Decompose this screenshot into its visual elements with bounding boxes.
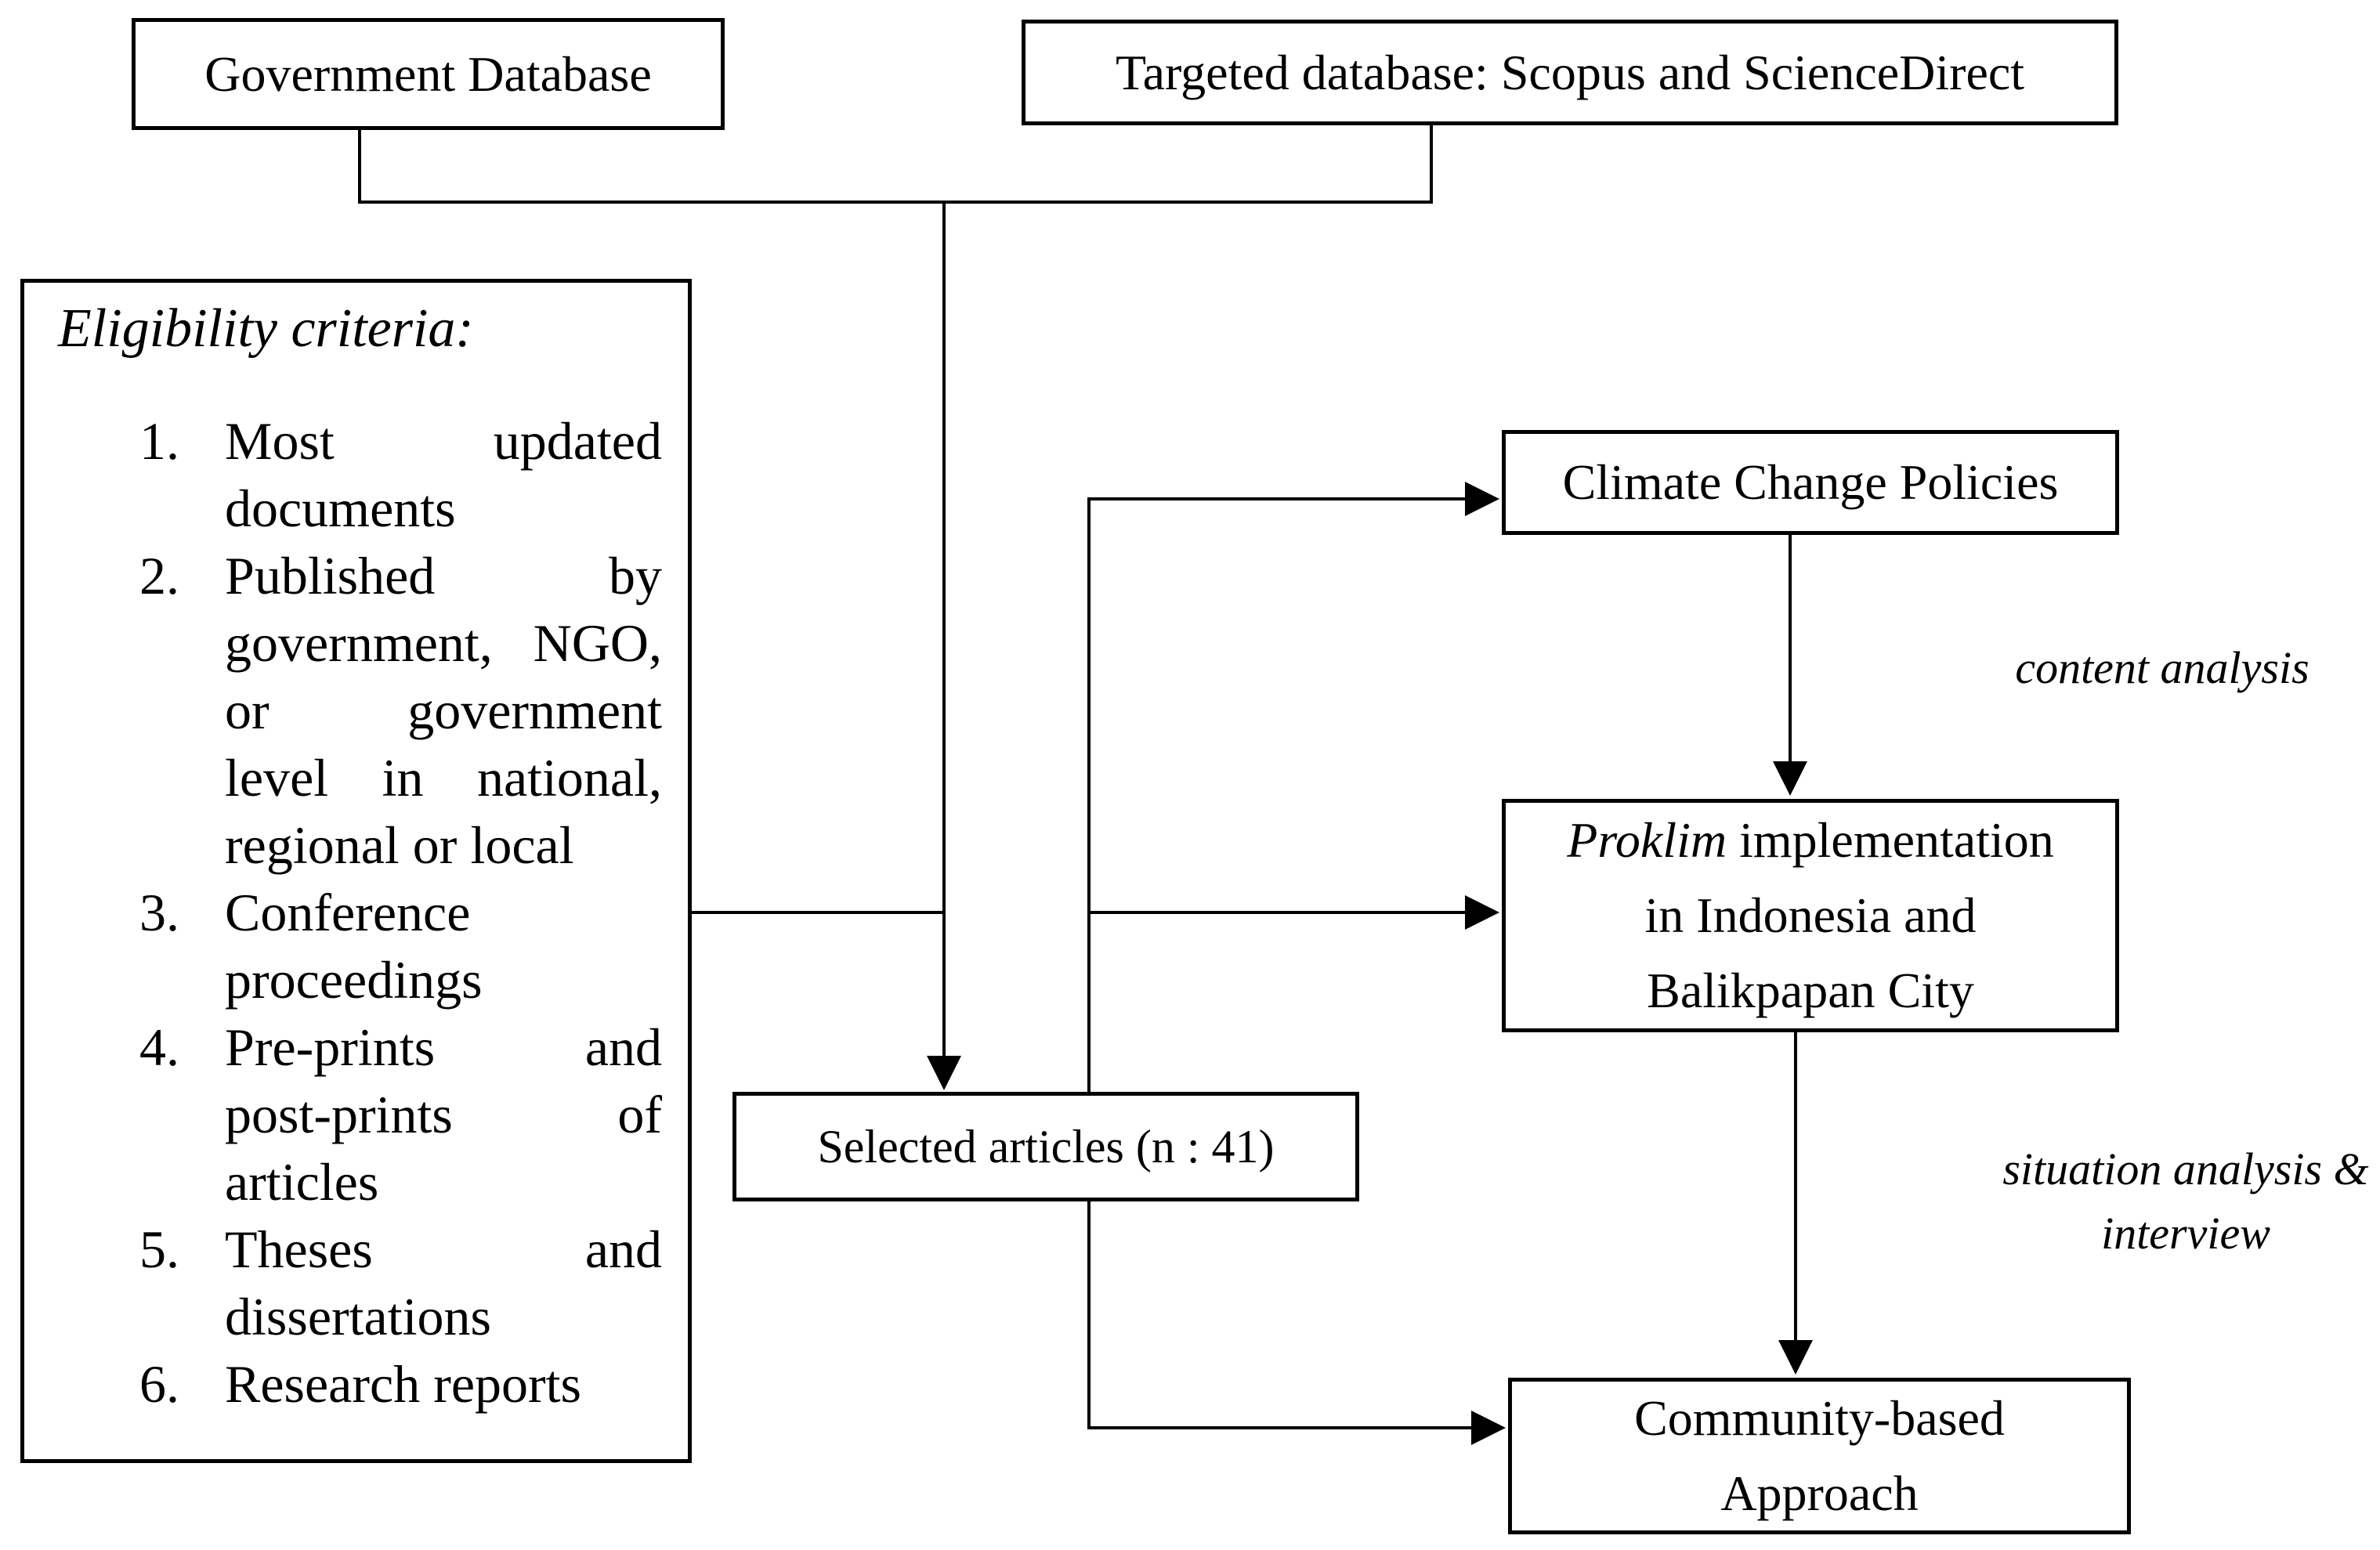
eligibility-heading: Eligibility criteria:	[58, 298, 474, 359]
climate-arrowhead-icon	[1465, 482, 1499, 516]
eligibility-item-number: 5.	[139, 1219, 179, 1279]
community-line-1: Community-based	[1634, 1390, 2005, 1446]
eligibility-word: in	[382, 748, 424, 808]
eligibility-item-number: 1.	[139, 411, 179, 471]
merge-down-line	[942, 201, 946, 1058]
eligibility-item-line: Theses and	[225, 1216, 662, 1283]
eligibility-item-line: proceedings	[225, 950, 483, 1010]
eligibility-item-line: or government	[225, 677, 662, 744]
community-line-2: Approach	[1720, 1465, 1919, 1521]
eligibility-item-line: articles	[225, 1152, 379, 1212]
eligibility-item-4: 4. Pre-prints and post-prints of articles	[139, 1013, 662, 1216]
eligibility-word: government	[407, 681, 662, 740]
eligibility-item-number: 3.	[139, 883, 179, 942]
targeted-database-label: Targeted database: Scopus and ScienceDir…	[1115, 44, 2025, 100]
eligibility-criteria-node: Eligibility criteria: 1. Most updated docum…	[20, 279, 692, 1463]
proklim-line-1: Proklim implementation	[1567, 812, 2054, 868]
eligibility-item-number: 4.	[139, 1017, 179, 1077]
eligibility-word: and	[584, 1017, 662, 1077]
eligibility-word: of	[617, 1085, 662, 1144]
proklim-line-3: Balikpapan City	[1647, 963, 1974, 1018]
community-based-approach-node: Community-based Approach	[1508, 1378, 2131, 1534]
government-stem-line	[358, 130, 361, 202]
selected-articles-label: Selected articles (n : 41)	[817, 1120, 1275, 1172]
eligibility-word: by	[609, 546, 662, 605]
branch-stem-line	[1087, 497, 1091, 1093]
eligibility-word: government,	[225, 613, 493, 673]
proklim-arrow-line	[1087, 911, 1467, 914]
eligibility-item-6: 6. Research reports	[139, 1350, 662, 1418]
eligibility-item-line: documents	[225, 479, 456, 538]
situation-analysis-label: situation analysis & interview	[1982, 1137, 2380, 1266]
selected-arrowhead-icon	[927, 1056, 961, 1090]
eligibility-word: NGO,	[533, 613, 662, 673]
content-analysis-line	[1789, 535, 1792, 763]
eligibility-item-5: 5. Theses and dissertations	[139, 1216, 662, 1350]
eligibility-word: Theses	[225, 1219, 373, 1279]
selected-articles-node: Selected articles (n : 41)	[732, 1092, 1359, 1201]
eligibility-item-lines: Theses and dissertations	[225, 1216, 662, 1350]
merge-line	[358, 201, 1433, 204]
proklim-word-italic: Proklim	[1567, 812, 1727, 868]
climate-change-policies-node: Climate Change Policies	[1502, 430, 2119, 535]
targeted-database-node: Targeted database: Scopus and ScienceDir…	[1022, 20, 2118, 125]
eligibility-word: Published	[225, 546, 436, 605]
eligibility-word: and	[584, 1219, 662, 1279]
situation-analysis-line	[1794, 1032, 1797, 1342]
eligibility-word: level	[225, 748, 329, 808]
eligibility-word: post-prints	[225, 1085, 453, 1144]
eligibility-word: updated	[493, 411, 662, 471]
situation-analysis-label-line-2: interview	[2101, 1208, 2270, 1259]
eligibility-item-number: 6.	[139, 1354, 179, 1414]
eligibility-item-lines: Research reports	[225, 1350, 662, 1418]
eligibility-item-line: Published by	[225, 542, 662, 609]
eligibility-item-1: 1. Most updated documents	[139, 407, 662, 542]
eligibility-connector-line	[692, 911, 944, 914]
eligibility-item-lines: Most updated documents	[225, 407, 662, 542]
climate-arrow-line	[1087, 497, 1467, 500]
eligibility-word: or	[225, 681, 269, 740]
proklim-arrowhead-icon	[1465, 895, 1499, 930]
eligibility-item-line: Most updated	[225, 407, 662, 475]
content-analysis-arrowhead-icon	[1773, 761, 1807, 796]
eligibility-item-lines: Pre-prints and post-prints of articles	[225, 1013, 662, 1216]
eligibility-item-line: Pre-prints and	[225, 1013, 662, 1081]
eligibility-word: national,	[476, 748, 662, 808]
content-analysis-label: content analysis	[2015, 642, 2309, 693]
proklim-implementation-node: Proklim implementation in Indonesia and …	[1502, 799, 2119, 1032]
selected-down-line	[1087, 1201, 1091, 1429]
eligibility-item-number: 2.	[139, 546, 179, 605]
eligibility-item-line: Conference	[225, 883, 471, 942]
targeted-stem-line	[1430, 125, 1433, 202]
community-arrowhead-icon	[1471, 1411, 1506, 1445]
climate-change-policies-label: Climate Change Policies	[1562, 454, 2059, 510]
eligibility-item-3: 3. Conference proceedings	[139, 879, 662, 1013]
community-arrow-line	[1087, 1426, 1473, 1429]
situation-analysis-arrowhead-icon	[1778, 1340, 1813, 1375]
government-database-node: Government Database	[132, 18, 725, 130]
eligibility-item-line: Research reports	[225, 1354, 582, 1414]
eligibility-item-line: dissertations	[225, 1287, 491, 1346]
eligibility-word: Most	[225, 411, 335, 471]
government-database-label: Government Database	[204, 45, 652, 102]
eligibility-item-lines: Conference proceedings	[225, 879, 662, 1013]
proklim-line-2: in Indonesia and	[1644, 887, 1977, 943]
eligibility-word: Pre-prints	[225, 1017, 436, 1077]
eligibility-item-line: post-prints of	[225, 1081, 662, 1148]
situation-analysis-label-line-1: situation analysis &	[2002, 1144, 2369, 1194]
eligibility-item-line: regional or local	[225, 815, 574, 875]
eligibility-item-line: government, NGO,	[225, 609, 662, 677]
